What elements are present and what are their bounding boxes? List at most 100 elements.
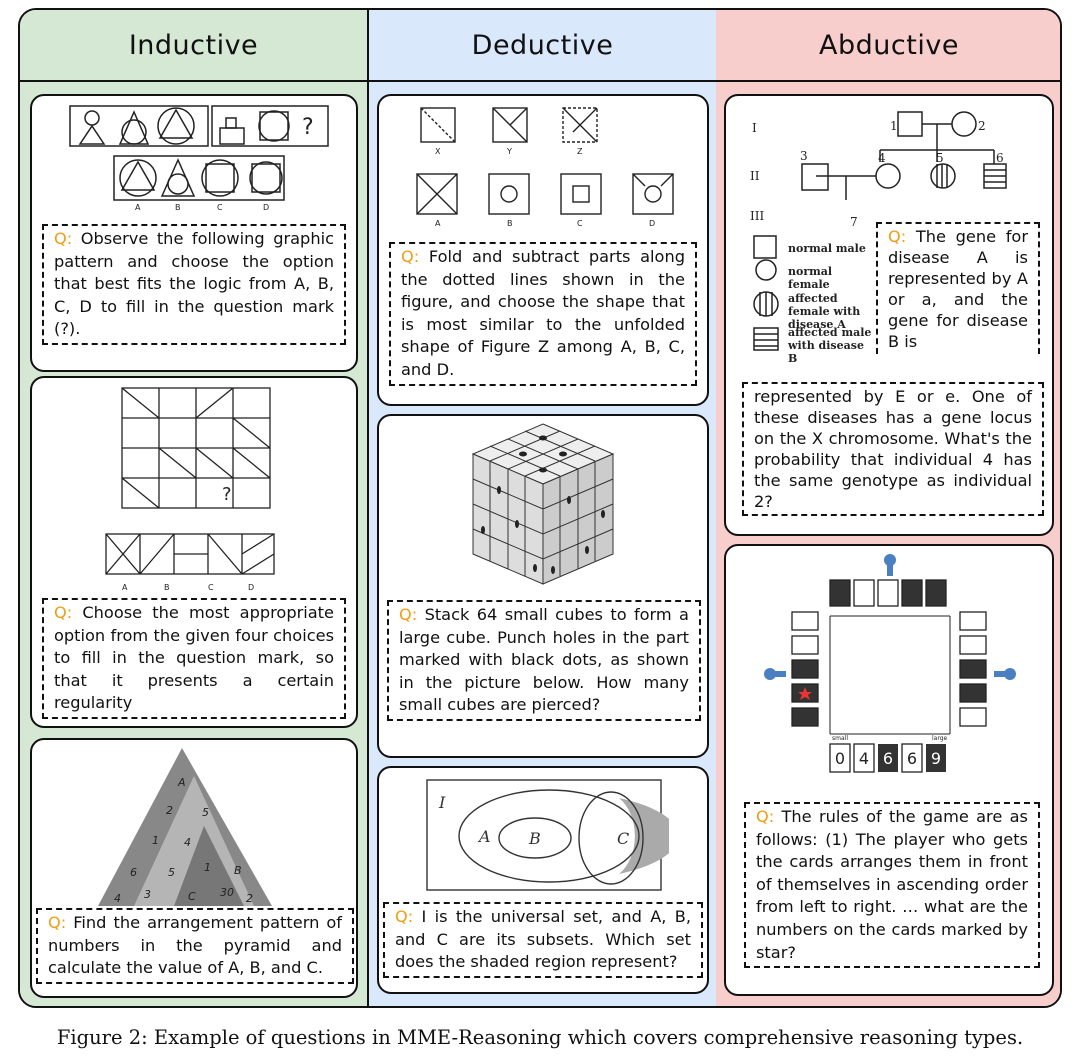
card-number: 0: [835, 749, 845, 768]
option-label: D: [263, 203, 269, 212]
q-label: Q:: [756, 807, 775, 826]
question-box: Q: Find the arrangement pattern of numbe…: [36, 908, 354, 984]
card-number: 6: [883, 749, 893, 768]
pyramid-label: 6: [130, 866, 137, 879]
inductive-column: Inductive ? A B C D Q: Observe the followin…: [20, 10, 367, 1006]
option-label: B: [175, 203, 181, 212]
question-box: Q: I is the universal set, and A, B, and…: [383, 902, 703, 978]
question-box: Q: Stack 64 small cubes to form a large …: [387, 600, 701, 721]
board-label: large: [932, 735, 948, 742]
option-label: B: [164, 583, 170, 592]
q-label: Q:: [54, 603, 73, 622]
q-label: Q:: [401, 247, 420, 266]
pyramid-label: 2: [166, 804, 173, 817]
question-card: ? A B C D Q: Observe the following graphic …: [30, 94, 358, 372]
pyramid-label: 5: [202, 806, 209, 819]
column-title: Abductive: [716, 10, 1060, 82]
pyramid-label: 2: [246, 892, 253, 905]
question-card: ? A B C D Q: Choose the most appropriate op…: [30, 376, 358, 728]
figure-label: X: [435, 147, 441, 156]
legend-normal-female: normal female: [788, 265, 833, 291]
pyramid-label: 5: [168, 866, 175, 879]
pyramid-label: 4: [114, 892, 121, 905]
generation-label: I: [752, 121, 757, 135]
pyramid-label: 4: [184, 836, 191, 849]
pyramid-label: B: [234, 864, 242, 877]
venn-diagram-image: I A B C: [426, 779, 669, 891]
question-card: X Y Z A B C D Q: Fold and subtract parts alon…: [377, 94, 709, 406]
question-text: Find the arrangement pattern of numbers …: [48, 913, 342, 978]
option-label: A: [122, 583, 128, 592]
question-text: I is the universal set, and A, B, and C …: [395, 907, 691, 972]
figure-label: Z: [577, 147, 583, 156]
question-box-part2: represented by E or e. One of these dise…: [742, 382, 1044, 516]
question-text: Choose the most appropriate option from …: [54, 603, 334, 713]
card-number: 9: [931, 749, 941, 768]
question-text: The rules of the game are as follows: (1…: [756, 807, 1028, 962]
q-label: Q:: [888, 227, 907, 246]
option-label: B: [507, 219, 513, 228]
set-label: I: [438, 793, 446, 812]
question-mark: ?: [302, 115, 314, 140]
question-card: I A B C Q: I is the universal set, and A, B…: [377, 766, 709, 994]
question-box-part1: Q: The gene for disease A is represented…: [876, 222, 1040, 354]
folding-image: X Y Z A B C D: [416, 107, 674, 228]
question-mark: ?: [222, 484, 232, 505]
option-label: C: [208, 583, 214, 592]
question-box: Q: Choose the most appropriate option fr…: [42, 598, 346, 719]
question-card: small large 0 4 6 6 9 Q: The rules of the…: [724, 544, 1054, 996]
individual-label: 2: [978, 119, 986, 133]
question-box: Q: Observe the following graphic pattern…: [42, 224, 346, 345]
pyramid-label: 30: [220, 886, 234, 899]
option-label: C: [217, 203, 223, 212]
q-label: Q:: [399, 605, 418, 624]
question-text: represented by E or e. One of these dise…: [754, 387, 1032, 511]
option-label: D: [649, 219, 655, 228]
pyramid-label: 3: [144, 888, 151, 901]
question-box: Q: Fold and subtract parts along the dot…: [389, 242, 697, 386]
option-label: D: [248, 583, 254, 592]
question-text: Observe the following graphic pattern an…: [54, 229, 334, 339]
column-title: Inductive: [20, 10, 367, 82]
question-text: The gene for disease A is represented by…: [888, 227, 1028, 351]
cube-image: [471, 423, 615, 585]
question-text: Stack 64 small cubes to form a large cub…: [399, 605, 689, 715]
option-label: A: [435, 219, 441, 228]
option-label: A: [135, 203, 141, 212]
card-number: 6: [907, 749, 917, 768]
legend-affected-female: affected female with disease A: [788, 292, 861, 331]
individual-label: 3: [800, 149, 808, 163]
q-label: Q:: [54, 229, 73, 248]
question-text: Fold and subtract parts along the dotted…: [401, 247, 685, 379]
individual-label: 5: [936, 151, 944, 165]
star-icon: [798, 687, 812, 700]
q-label: Q:: [48, 913, 67, 932]
set-label: C: [617, 829, 629, 848]
individual-label: 1: [890, 119, 898, 133]
figure-caption: Figure 2: Example of questions in MME-Re…: [56, 1026, 1024, 1049]
column-title: Deductive: [369, 10, 716, 82]
legend-affected-male: affected male with disease B: [788, 326, 872, 365]
individual-label: 7: [850, 215, 858, 229]
board-label: small: [832, 735, 848, 742]
pyramid-label: 1: [152, 834, 159, 847]
figure-label: Y: [506, 147, 512, 156]
question-box: Q: The rules of the game are as follows:…: [744, 802, 1040, 969]
q-label: Q:: [395, 907, 414, 926]
option-label: C: [577, 219, 583, 228]
generation-label: III: [750, 209, 764, 223]
figure-frame: Inductive ? A B C D Q: Observe the followin…: [18, 8, 1062, 1008]
pyramid-label: A: [177, 776, 186, 789]
set-label: A: [477, 827, 491, 846]
card-number: 4: [859, 749, 869, 768]
set-label: B: [528, 829, 541, 848]
individual-label: 6: [996, 151, 1004, 165]
grid-pattern-image: ? A B C D: [105, 387, 275, 592]
pattern-image: ? A B C D: [69, 105, 329, 212]
individual-label: 4: [878, 151, 886, 165]
